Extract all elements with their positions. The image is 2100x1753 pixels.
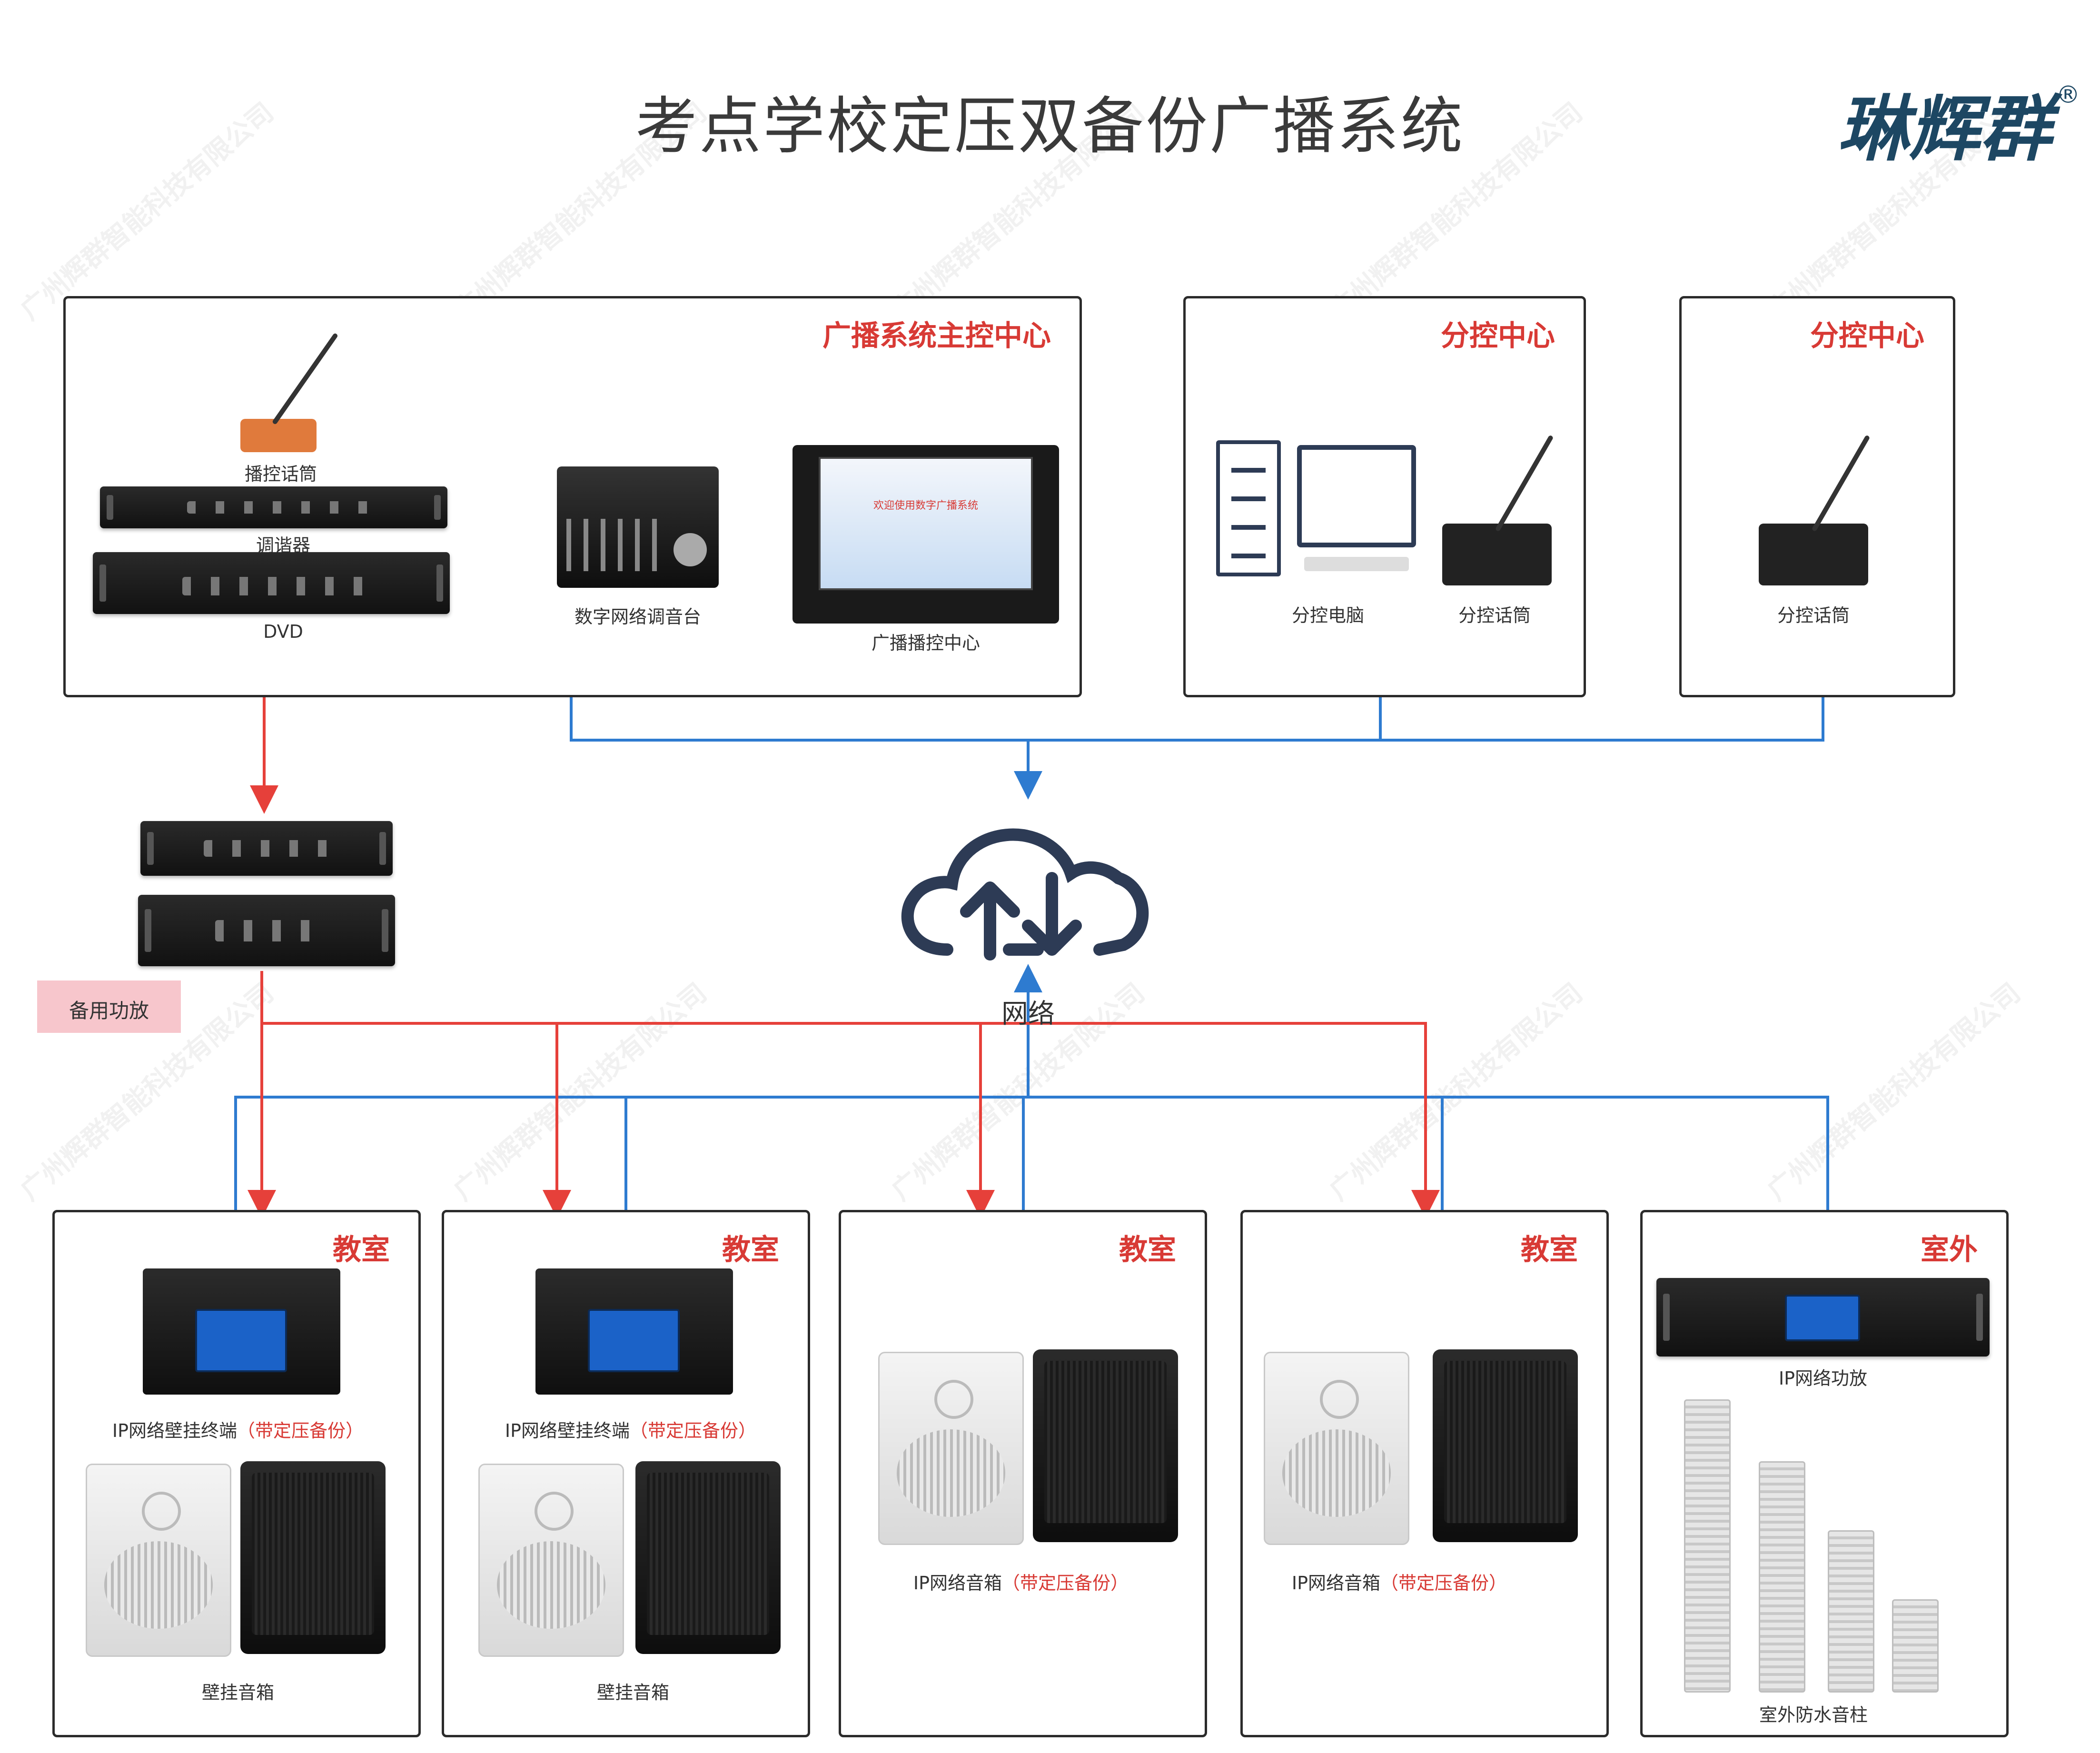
room-title-4: 教室	[1521, 1233, 1578, 1267]
black-speaker-icon-4	[1433, 1349, 1578, 1542]
backup-amp-tag: 备用功放	[37, 980, 181, 1033]
host-label: 广播播控中心	[871, 633, 980, 654]
ip-amp-device-icon	[1656, 1278, 1990, 1357]
ip-amp-label: IP网络功放	[1778, 1368, 1868, 1389]
white-speaker-icon-1	[86, 1464, 231, 1657]
ip-speaker-label-3: IP网络音箱（带定压备份）	[878, 1568, 1164, 1595]
white-speaker-icon-4	[1264, 1352, 1409, 1545]
mixer-label: 数字网络调音台	[574, 606, 701, 627]
speaker-label-2: 壁挂音箱	[596, 1682, 669, 1703]
sub-mic-label-2: 分控话筒	[1777, 605, 1850, 626]
wall-terminal-icon-1	[143, 1268, 340, 1395]
network-lines-top	[570, 695, 1824, 800]
terminal-note-2: （带定压备份）	[630, 1420, 757, 1441]
terminal-label-2: IP网络壁挂终端（带定压备份）	[488, 1416, 773, 1442]
cloud-upload-download-icon	[901, 828, 1149, 961]
tuner-device-icon	[100, 486, 447, 528]
white-speaker-icon-2	[478, 1464, 624, 1657]
backup-mixer-device-icon	[140, 821, 393, 876]
room-title-2: 教室	[722, 1233, 779, 1267]
ip-speaker-note-3: （带定压备份）	[1002, 1573, 1129, 1594]
column-speaker-icon-1	[1684, 1399, 1731, 1693]
dvd-device-icon	[93, 552, 450, 614]
ip-speaker-name-4: IP网络音箱	[1291, 1573, 1381, 1594]
room-title-3: 教室	[1119, 1233, 1176, 1267]
black-speaker-icon-2	[635, 1461, 781, 1654]
white-speaker-icon-3	[878, 1352, 1024, 1545]
sub-mic-icon-2	[1759, 524, 1868, 585]
speaker-label-1: 壁挂音箱	[201, 1682, 274, 1703]
sub-control-title-1: 分控中心	[1441, 319, 1555, 353]
host-screen-text: 欢迎使用数字广播系统	[873, 500, 978, 512]
page-title: 考点学校定压双备份广播系统	[635, 90, 1465, 162]
dvd-label: DVD	[263, 621, 303, 642]
main-control-title: 广播系统主控中心	[822, 319, 1051, 353]
mixer-device-icon	[557, 466, 719, 588]
sub-mic-icon-1	[1442, 524, 1552, 585]
backup-amp-label: 备用功放	[69, 999, 149, 1022]
room-title-1: 教室	[333, 1233, 390, 1267]
black-speaker-icon-1	[240, 1461, 386, 1654]
backup-amp-device-icon	[138, 895, 395, 966]
wall-terminal-icon-2	[535, 1268, 733, 1395]
sub-mic-label-1: 分控话筒	[1458, 605, 1531, 626]
keyboard-icon	[1304, 557, 1409, 571]
terminal-label-1: IP网络壁挂终端（带定压备份）	[95, 1416, 381, 1442]
sub-pc-label: 分控电脑	[1291, 605, 1364, 626]
column-speaker-icon-4	[1892, 1599, 1939, 1693]
monitor-icon	[1297, 445, 1416, 547]
brand-logo: 琳辉群	[1837, 87, 2052, 171]
analog-lines-bottom	[248, 971, 1440, 1218]
registered-mark: ®	[2056, 81, 2080, 109]
ip-speaker-label-4: IP网络音箱（带定压备份）	[1257, 1568, 1542, 1595]
terminal-name-2: IP网络壁挂终端	[505, 1420, 630, 1441]
column-speaker-icon-2	[1759, 1461, 1805, 1693]
terminal-note-1: （带定压备份）	[237, 1420, 364, 1441]
terminal-name-1: IP网络壁挂终端	[112, 1420, 238, 1441]
black-speaker-icon-3	[1033, 1349, 1178, 1542]
pc-tower-icon	[1216, 440, 1281, 576]
network-label: 网络	[1001, 999, 1055, 1030]
ip-speaker-name-3: IP网络音箱	[913, 1573, 1002, 1594]
console-mic-icon	[240, 419, 317, 452]
column-speaker-icon-3	[1828, 1530, 1874, 1693]
network-lines-bottom	[234, 964, 1829, 1211]
sub-control-box-2: 分控中心	[1679, 296, 1955, 697]
host-device-icon: 欢迎使用数字广播系统	[792, 445, 1059, 624]
outdoor-speaker-label: 室外防水音柱	[1759, 1704, 1868, 1725]
ip-speaker-note-4: （带定压备份）	[1380, 1573, 1507, 1594]
sub-control-title-2: 分控中心	[1810, 319, 1924, 353]
room-title-5: 室外	[1921, 1233, 1978, 1267]
mic-label: 播控话筒	[244, 464, 317, 485]
